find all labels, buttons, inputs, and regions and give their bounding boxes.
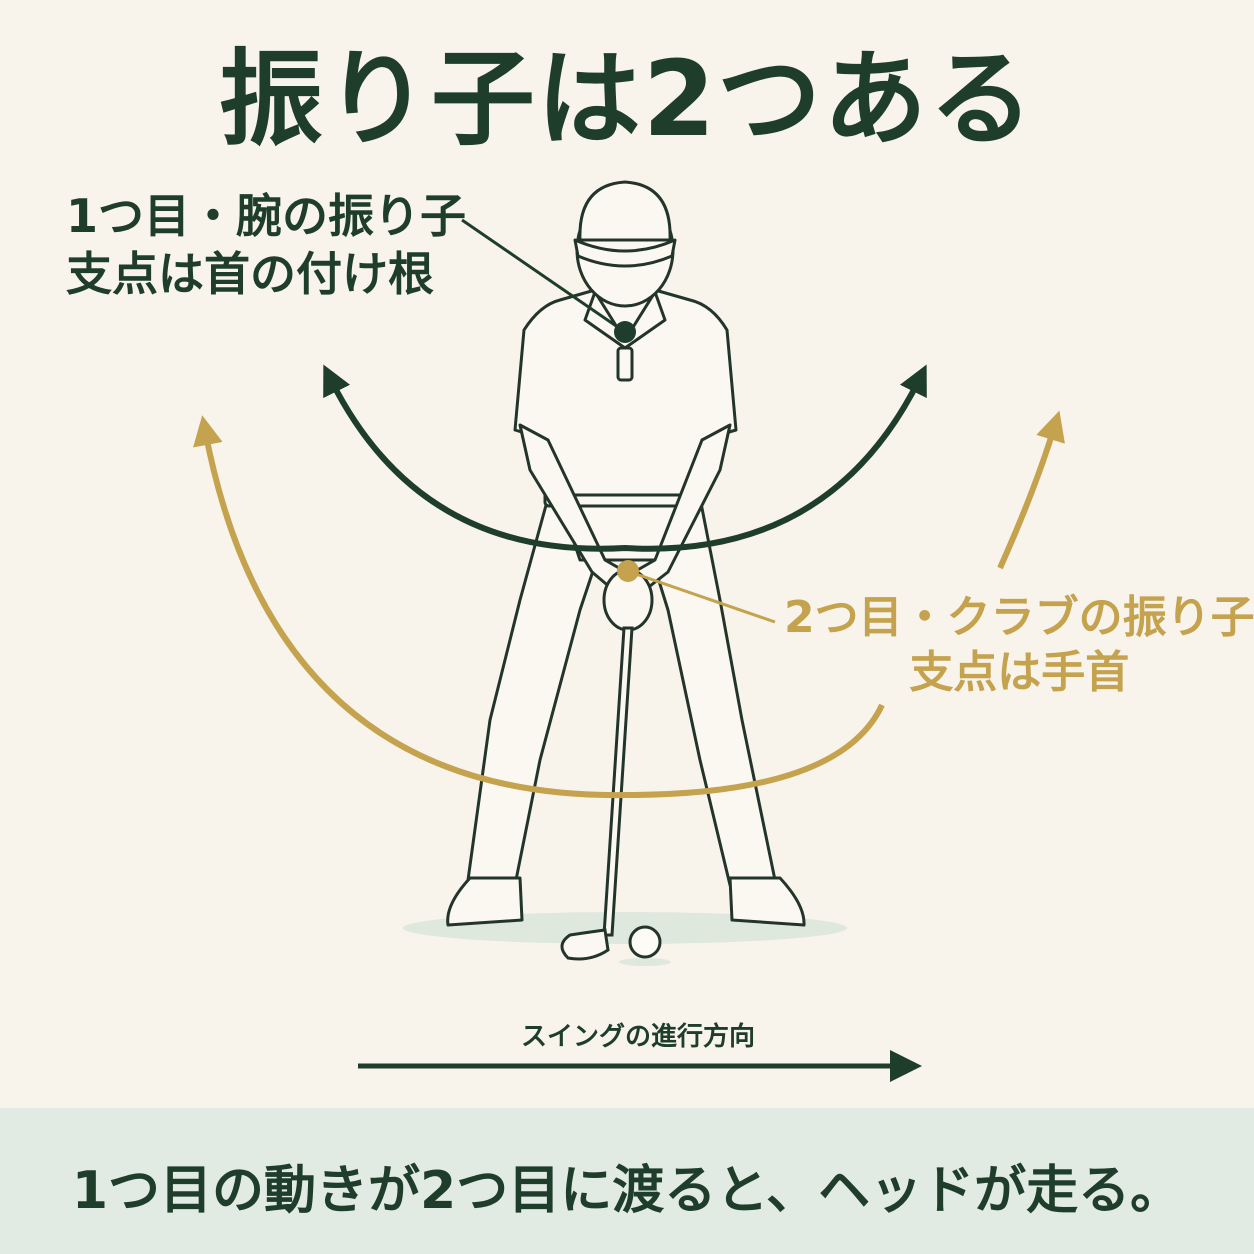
arm-pivot-dot [614,321,636,343]
left-shoe [446,876,524,927]
footer-banner: 1つ目の動きが2つ目に渡ると、ヘッドが走る。 [0,1108,1254,1254]
arm-pendulum-title: 1つ目・腕の振り子 [66,189,467,243]
footer-text: 1つ目の動きが2つ目に渡ると、ヘッドが走る。 [71,1161,1183,1221]
club-pendulum-title: 2つ目・クラブの振り子 [784,592,1254,643]
club-pivot-leader [629,570,776,624]
page-title: 振り子は2つある [218,38,1036,160]
club-pendulum-pivot: 支点は手首 [909,647,1130,698]
arm-pendulum-arc [323,364,927,552]
swing-direction-label: スイングの進行方向 [520,1022,755,1052]
club-head [560,928,610,961]
direction-arrow-head [890,1050,922,1082]
placket [616,346,634,382]
ball-shadow [619,958,671,966]
club-shaft [602,626,634,937]
arm-pendulum-pivot: 支点は首の付け根 [66,246,434,301]
club-pendulum-label: 2つ目・クラブの振り子 支点は手首 [784,590,1254,700]
golf-club [560,626,634,961]
club-pendulum-arc [193,415,885,799]
arm-pivot-leader [461,218,623,332]
club-pivot-dot [617,560,639,582]
golfer-figure [446,180,806,927]
arm-pendulum-label: 1つ目・腕の振り子 支点は首の付け根 [66,188,466,303]
right-shoe [728,876,806,927]
cap [578,180,672,242]
golf-ball [628,925,662,959]
club-pendulum-arc-upper [997,410,1065,570]
cap-brim [573,238,677,268]
